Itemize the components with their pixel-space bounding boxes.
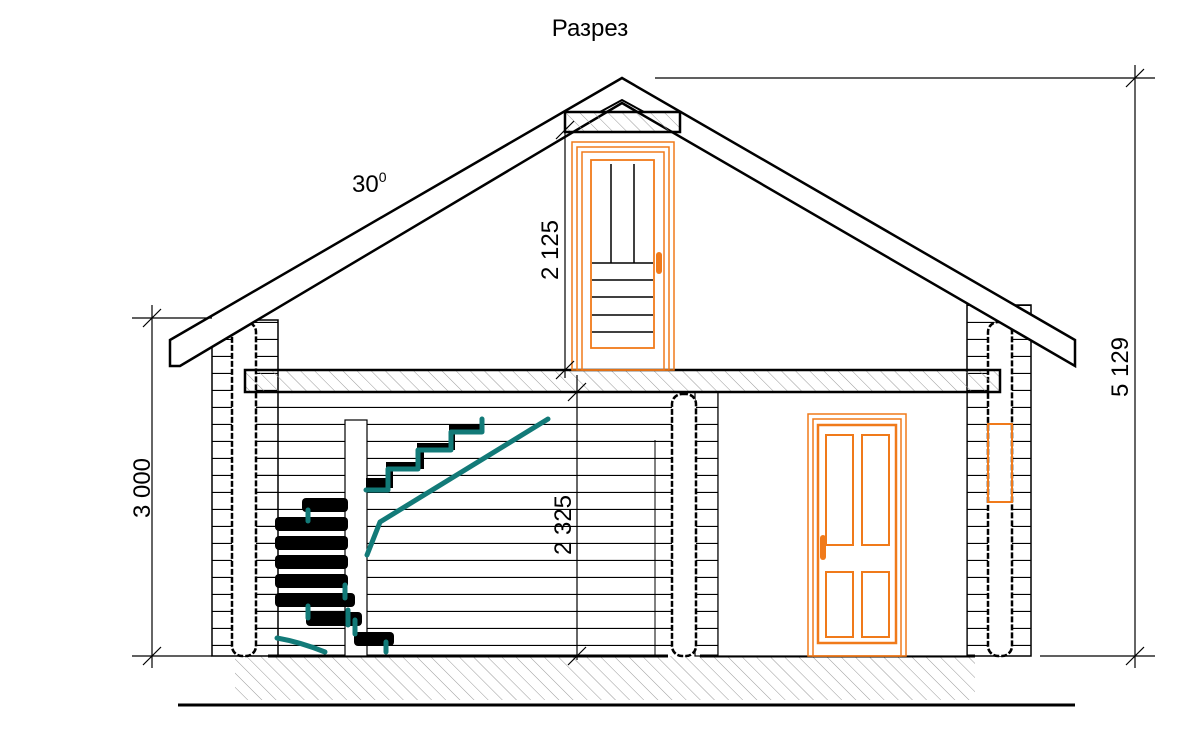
dimension-total-height: 5 129 <box>1107 337 1134 397</box>
roof <box>168 76 1077 369</box>
drawing-title: Разрез <box>552 15 628 42</box>
dimension-attic-height: 2 125 <box>537 220 564 280</box>
dimension-lines <box>132 65 1155 668</box>
attic-door <box>571 141 675 371</box>
floor-slab <box>243 368 1002 394</box>
dimension-wall-height: 3 000 <box>129 458 156 518</box>
dimension-ground-floor-height: 2 325 <box>550 495 577 555</box>
partition-wall <box>670 391 968 658</box>
wall-window <box>987 423 1013 503</box>
door-handle-icon <box>820 535 826 560</box>
staircase <box>274 416 551 655</box>
roof-angle-label: 300 <box>352 169 387 198</box>
ground <box>178 654 1075 707</box>
right-wall <box>966 304 1032 658</box>
door-handle-icon <box>656 252 662 274</box>
ground-floor-door <box>807 413 907 657</box>
